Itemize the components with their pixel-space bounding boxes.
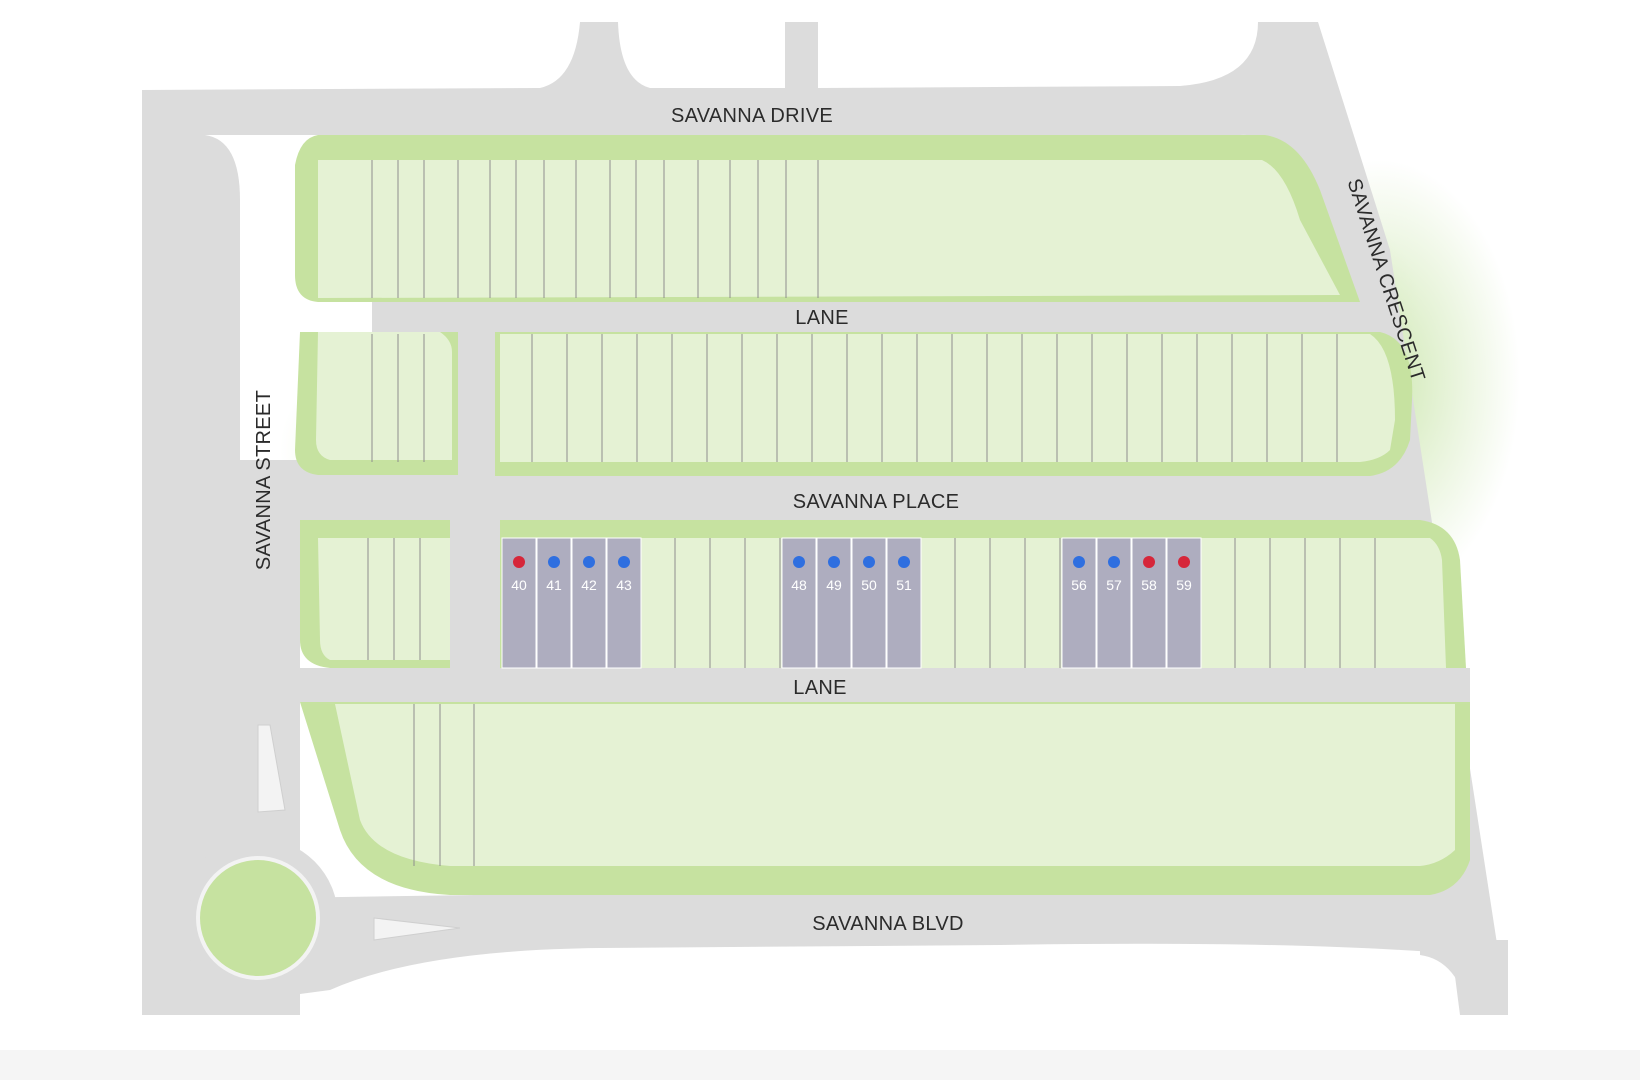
lot-40[interactable]: 40: [501, 537, 537, 669]
lot-number: 43: [616, 577, 632, 593]
street-label-lane-lower: LANE: [793, 677, 846, 699]
lot-status-dot-sold: [513, 556, 525, 568]
lot-number: 59: [1176, 577, 1192, 593]
block-upper-middle: [295, 332, 1413, 476]
lot-number: 41: [546, 577, 562, 593]
lot-parcel[interactable]: [816, 537, 852, 669]
lot-number: 48: [791, 577, 807, 593]
lot-41[interactable]: 41: [536, 537, 572, 669]
lot-50[interactable]: 50: [851, 537, 887, 669]
lot-status-dot-available: [863, 556, 875, 568]
block-lower-middle: [300, 520, 1466, 668]
lot-48[interactable]: 48: [781, 537, 817, 669]
lot-lines: [367, 160, 1376, 866]
lot-status-dot-available: [548, 556, 560, 568]
lot-42[interactable]: 42: [571, 537, 607, 669]
lot-status-dot-available: [1108, 556, 1120, 568]
lot-58[interactable]: 58: [1131, 537, 1167, 669]
lot-number: 58: [1141, 577, 1157, 593]
lot-parcel[interactable]: [886, 537, 922, 669]
block-south: [300, 702, 1470, 895]
lot-56[interactable]: 56: [1061, 537, 1097, 669]
lot-number: 57: [1106, 577, 1122, 593]
block-north: [295, 135, 1360, 302]
footer-bar: [0, 1050, 1640, 1080]
lot-status-dot-available: [1073, 556, 1085, 568]
lot-43[interactable]: 43: [606, 537, 642, 669]
lot-status-dot-available: [828, 556, 840, 568]
lot-number: 49: [826, 577, 842, 593]
street-label-savanna-street: SAVANNA STREET: [253, 390, 275, 570]
lot-49[interactable]: 49: [816, 537, 852, 669]
lot-status-dot-available: [793, 556, 805, 568]
street-label-lane-upper: LANE: [795, 307, 848, 329]
lot-number: 51: [896, 577, 912, 593]
roundabout: [178, 724, 461, 998]
lot-number: 56: [1071, 577, 1087, 593]
lot-number: 42: [581, 577, 597, 593]
lot-status-dot-sold: [1178, 556, 1190, 568]
street-label-savanna-blvd: SAVANNA BLVD: [812, 913, 963, 935]
lot-number: 50: [861, 577, 877, 593]
lot-status-dot-sold: [1143, 556, 1155, 568]
lot-status-dot-available: [583, 556, 595, 568]
lot-57[interactable]: 57: [1096, 537, 1132, 669]
street-label-savanna-place: SAVANNA PLACE: [793, 491, 960, 513]
lot-59[interactable]: 59: [1166, 537, 1202, 669]
lot-51[interactable]: 51: [886, 537, 922, 669]
lot-number: 40: [511, 577, 527, 593]
street-label-savanna-drive: SAVANNA DRIVE: [671, 105, 833, 127]
lot-status-dot-available: [898, 556, 910, 568]
lot-status-dot-available: [618, 556, 630, 568]
highlighted-lots[interactable]: 40 41 42 43 48 49 50 51 56 57 58 59: [501, 537, 1202, 669]
